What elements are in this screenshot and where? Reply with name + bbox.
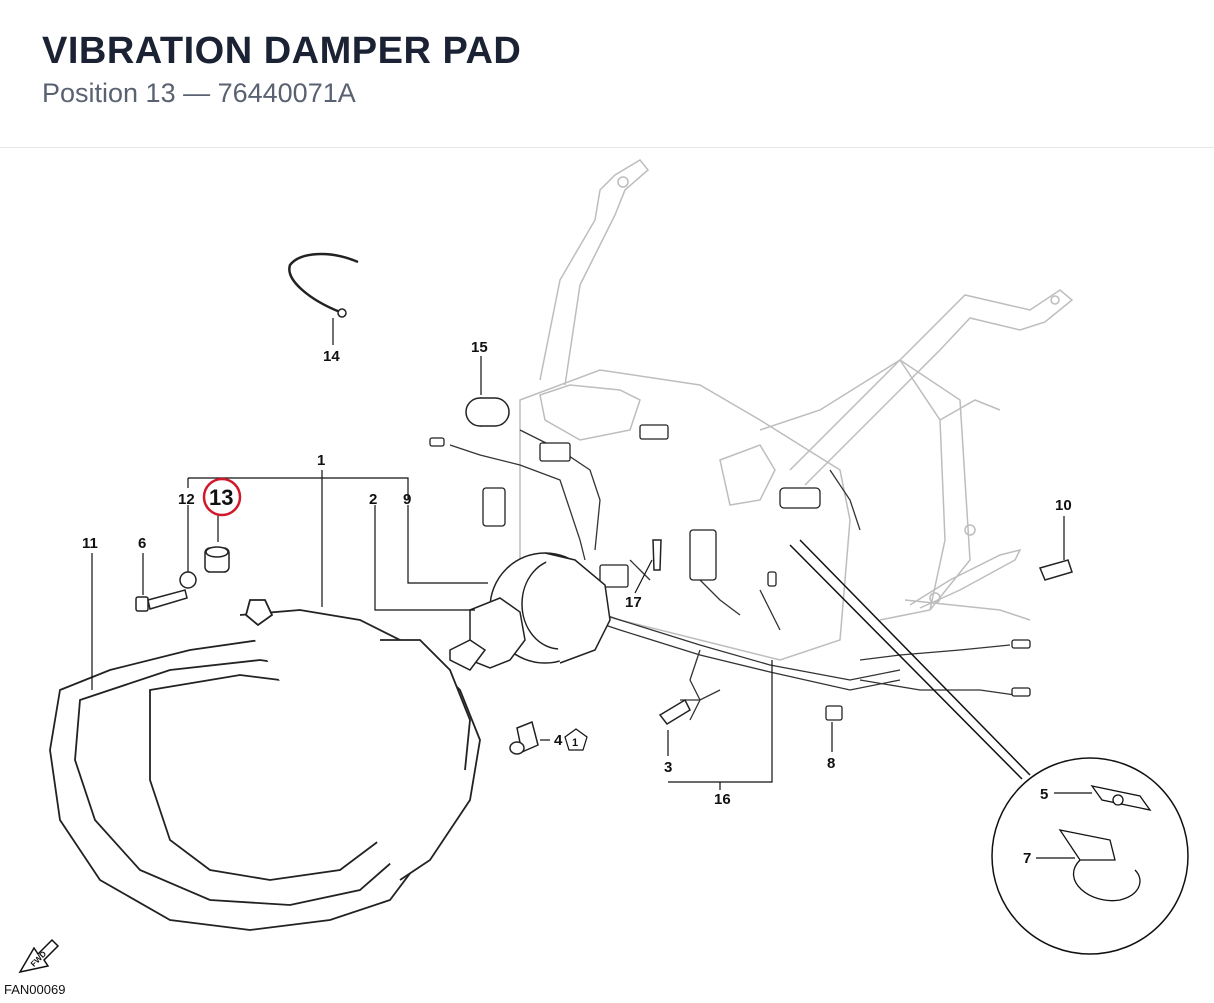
callout-12[interactable]: 12 [178, 491, 195, 508]
highlight-ring [202, 477, 242, 517]
small-parts [135, 539, 1073, 755]
fwd-arrow-icon: FWD [18, 938, 60, 974]
detail-parts [1058, 785, 1152, 902]
callout-11[interactable]: 11 [82, 535, 98, 552]
bulb-3 [658, 698, 691, 725]
callout-1[interactable]: 1 [317, 452, 325, 469]
callout-4-reference: 1 [572, 737, 578, 749]
rubber-grommet-15 [465, 397, 510, 427]
header: VIBRATION DAMPER PAD Position 13 — 76440… [0, 0, 1214, 148]
connectors [429, 424, 1031, 721]
callout-3[interactable]: 3 [664, 759, 672, 776]
leader-lines [91, 318, 1092, 859]
callout-2[interactable]: 2 [369, 491, 377, 508]
callout-15[interactable]: 15 [471, 339, 488, 356]
headlight-assembly [49, 599, 481, 931]
callout-5[interactable]: 5 [1040, 786, 1048, 803]
callout-9[interactable]: 9 [403, 491, 411, 508]
callout-6[interactable]: 6 [138, 535, 146, 552]
callout-17[interactable]: 17 [625, 594, 642, 611]
page-subtitle: Position 13 — 76440071A [42, 78, 356, 108]
callout-4[interactable]: 4 [554, 732, 563, 749]
exploded-parts-diagram: 1 2 3 4 5 6 7 8 9 10 11 12 13 14 15 16 1… [18, 159, 1189, 974]
reference-pentagon-icon [564, 728, 588, 751]
callout-14[interactable]: 14 [323, 348, 340, 365]
callout-10[interactable]: 10 [1055, 497, 1072, 514]
cable-tie-head [337, 308, 347, 318]
bolt-6-head [135, 596, 149, 612]
screw-17 [652, 539, 662, 571]
drawing-code: FAN00069 [4, 982, 66, 997]
screw-10 [1038, 559, 1073, 581]
detail-magnifier [789, 539, 1189, 955]
washer-12 [179, 571, 197, 589]
callout-13[interactable]: 13 [209, 485, 233, 510]
cable-tie-14 [288, 252, 359, 314]
lamp-socket [449, 552, 611, 671]
bolt-6-shank [147, 589, 188, 610]
callout-7[interactable]: 7 [1023, 850, 1031, 867]
switch-7 [1058, 829, 1116, 861]
page-title: VIBRATION DAMPER PAD [42, 30, 522, 72]
callout-8[interactable]: 8 [827, 755, 835, 772]
callout-16[interactable]: 16 [714, 791, 731, 808]
